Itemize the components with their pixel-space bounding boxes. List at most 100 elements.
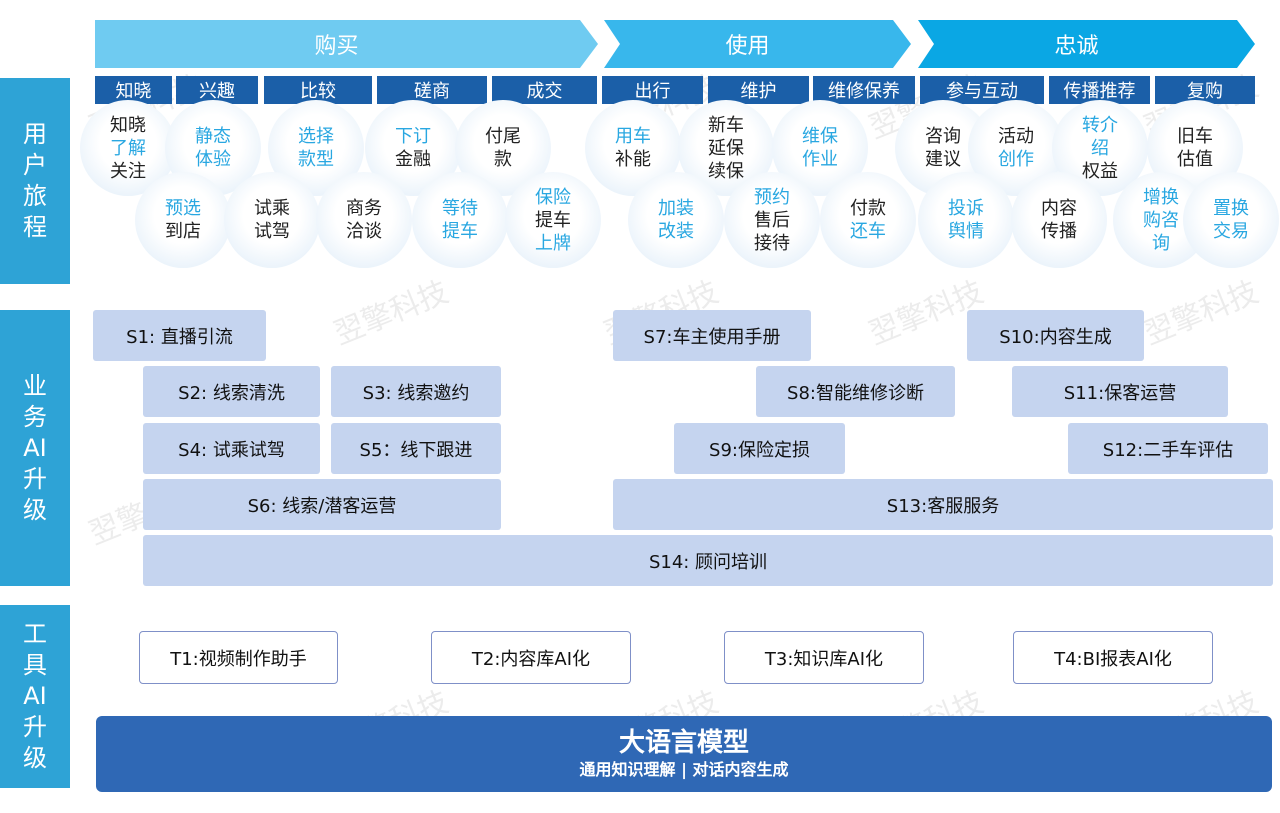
journey-bubble-line: 内容 (1041, 198, 1077, 219)
phase-use-label: 使用 (725, 34, 770, 59)
journey-bubble-line: 提车 (535, 209, 571, 231)
journey-bubble-line: 等待 (442, 198, 478, 219)
journey-bubble-text: 知晓了解关注 (92, 114, 164, 183)
journey-bubble-line: 活动 (998, 126, 1034, 147)
service-s7: S7:车主使用手册 (613, 310, 811, 361)
layer-label-journey: 用户旅程 (0, 78, 70, 284)
stage-maintain: 维护 (708, 76, 809, 104)
journey-bubble-line: 加装 (658, 198, 694, 219)
phase-arrows (95, 20, 1255, 68)
journey-bubble-line: 用车 (615, 126, 651, 147)
journey-bubble-text: 咨询建议 (907, 125, 979, 171)
tool-t1: T1:视频制作助手 (139, 631, 338, 684)
journey-bubble: 保险提车上牌 (505, 172, 601, 268)
service-s11: S11:保客运营 (1012, 366, 1228, 417)
stage-repair: 维修保养 (813, 76, 915, 104)
journey-bubble-line: 还车 (850, 221, 886, 242)
journey-bubble-line: 体验 (195, 149, 231, 170)
llm-subtitle: 通用知识理解 | 对话内容生成 (579, 760, 789, 779)
journey-bubble-text: 增换购咨询 (1125, 186, 1197, 255)
journey-bubble-line: 试驾 (254, 221, 290, 242)
stage-travel: 出行 (602, 76, 703, 104)
journey-bubble-line: 旧车 (1177, 126, 1213, 147)
service-s3: S3: 线索邀约 (331, 366, 501, 417)
journey-bubble-line: 维保 (802, 126, 838, 147)
service-s2: S2: 线索清洗 (143, 366, 320, 417)
stage-engage: 参与互动 (920, 76, 1044, 104)
journey-bubble-line: 咨询 (925, 126, 961, 147)
journey-bubble-line: 保险 (535, 186, 571, 208)
journey-bubble-text: 下订金融 (377, 125, 449, 171)
tool-t2: T2:内容库AI化 (431, 631, 631, 684)
journey-bubble-text: 试乘试驾 (236, 197, 308, 243)
journey-bubble: 付款还车 (820, 172, 916, 268)
stage-aware: 知晓 (95, 76, 172, 104)
journey-bubble-text: 用车补能 (597, 125, 669, 171)
journey-bubble-line: 付尾 (485, 126, 521, 147)
journey-bubble-text: 付款还车 (832, 197, 904, 243)
journey-bubble: 预选到店 (135, 172, 231, 268)
journey-bubble-text: 预选到店 (147, 197, 219, 243)
journey-bubble-line: 舆情 (948, 221, 984, 242)
journey-bubble-line: 交易 (1213, 221, 1249, 242)
journey-bubble-line: 款 (494, 149, 512, 170)
service-s14: S14: 顾问培训 (143, 535, 1273, 586)
journey-bubble-line: 提车 (442, 221, 478, 242)
journey-bubble-line: 绍 (1091, 137, 1109, 159)
stage-repurchase: 复购 (1155, 76, 1255, 104)
journey-bubble-line: 建议 (925, 149, 961, 170)
layer-label-tools: 工具AI升级 (0, 605, 70, 788)
phase-loyalty-label: 忠诚 (1054, 34, 1099, 59)
journey-bubble-line: 付款 (850, 198, 886, 219)
phase-loyalty: 忠诚 (918, 20, 1255, 68)
journey-bubble-text: 内容传播 (1023, 197, 1095, 243)
journey-bubble-line: 洽谈 (346, 221, 382, 242)
tool-t4: T4:BI报表AI化 (1013, 631, 1213, 684)
journey-bubble-line: 估值 (1177, 149, 1213, 170)
service-s5: S5：线下跟进 (331, 423, 501, 474)
journey-bubble-line: 商务 (346, 198, 382, 219)
journey-bubble-text: 预约售后接待 (736, 186, 808, 255)
journey-bubble-line: 作业 (802, 149, 838, 170)
layer-label-tools-text: 工具AI升级 (23, 620, 47, 772)
journey-bubble-text: 旧车估值 (1159, 125, 1231, 171)
journey-bubble-line: 投诉 (948, 198, 984, 219)
service-s13: S13:客服服务 (613, 479, 1273, 530)
phase-purchase-label: 购买 (314, 34, 359, 59)
journey-bubble-line: 上牌 (535, 232, 571, 254)
service-s10: S10:内容生成 (967, 310, 1144, 361)
journey-bubble-text: 选择款型 (280, 125, 352, 171)
journey-bubble-line: 续保 (708, 160, 744, 182)
phase-arrow-use (604, 20, 911, 68)
journey-bubble-line: 改装 (658, 221, 694, 242)
phase-use: 使用 (604, 20, 911, 68)
journey-bubble-line: 了解 (110, 137, 146, 159)
journey-bubble-line: 创作 (998, 149, 1034, 170)
watermark: 翌擎科技 (1139, 274, 1264, 352)
journey-bubble-line: 接待 (754, 232, 790, 254)
stage-spread: 传播推荐 (1049, 76, 1150, 104)
service-s9: S9:保险定损 (674, 423, 845, 474)
journey-bubble-line: 询 (1152, 232, 1170, 254)
journey-bubble-line: 补能 (615, 149, 651, 170)
phase-arrow-purchase (95, 20, 598, 68)
stage-deal: 成交 (492, 76, 597, 104)
service-s4: S4: 试乘试驾 (143, 423, 320, 474)
journey-bubble: 试乘试驾 (224, 172, 320, 268)
journey-bubble-line: 售后 (754, 209, 790, 231)
layer-label-business-text: 业务AI升级 (23, 371, 47, 524)
journey-bubble-line: 到店 (165, 221, 201, 242)
service-s12: S12:二手车评估 (1068, 423, 1268, 474)
journey-bubble-line: 款型 (298, 149, 334, 170)
phase-arrow-loyalty (918, 20, 1255, 68)
journey-bubble-text: 加装改装 (640, 197, 712, 243)
journey-bubble-text: 保险提车上牌 (517, 186, 589, 255)
phase-purchase: 购买 (95, 20, 598, 68)
service-s6: S6: 线索/潜客运营 (143, 479, 501, 530)
journey-bubble-line: 传播 (1041, 221, 1077, 242)
journey-bubble-line: 选择 (298, 126, 334, 147)
journey-bubble: 预约售后接待 (724, 172, 820, 268)
journey-bubble-line: 预约 (754, 186, 790, 208)
journey-bubble-text: 活动创作 (980, 125, 1052, 171)
journey-bubble-line: 下订 (395, 126, 431, 147)
